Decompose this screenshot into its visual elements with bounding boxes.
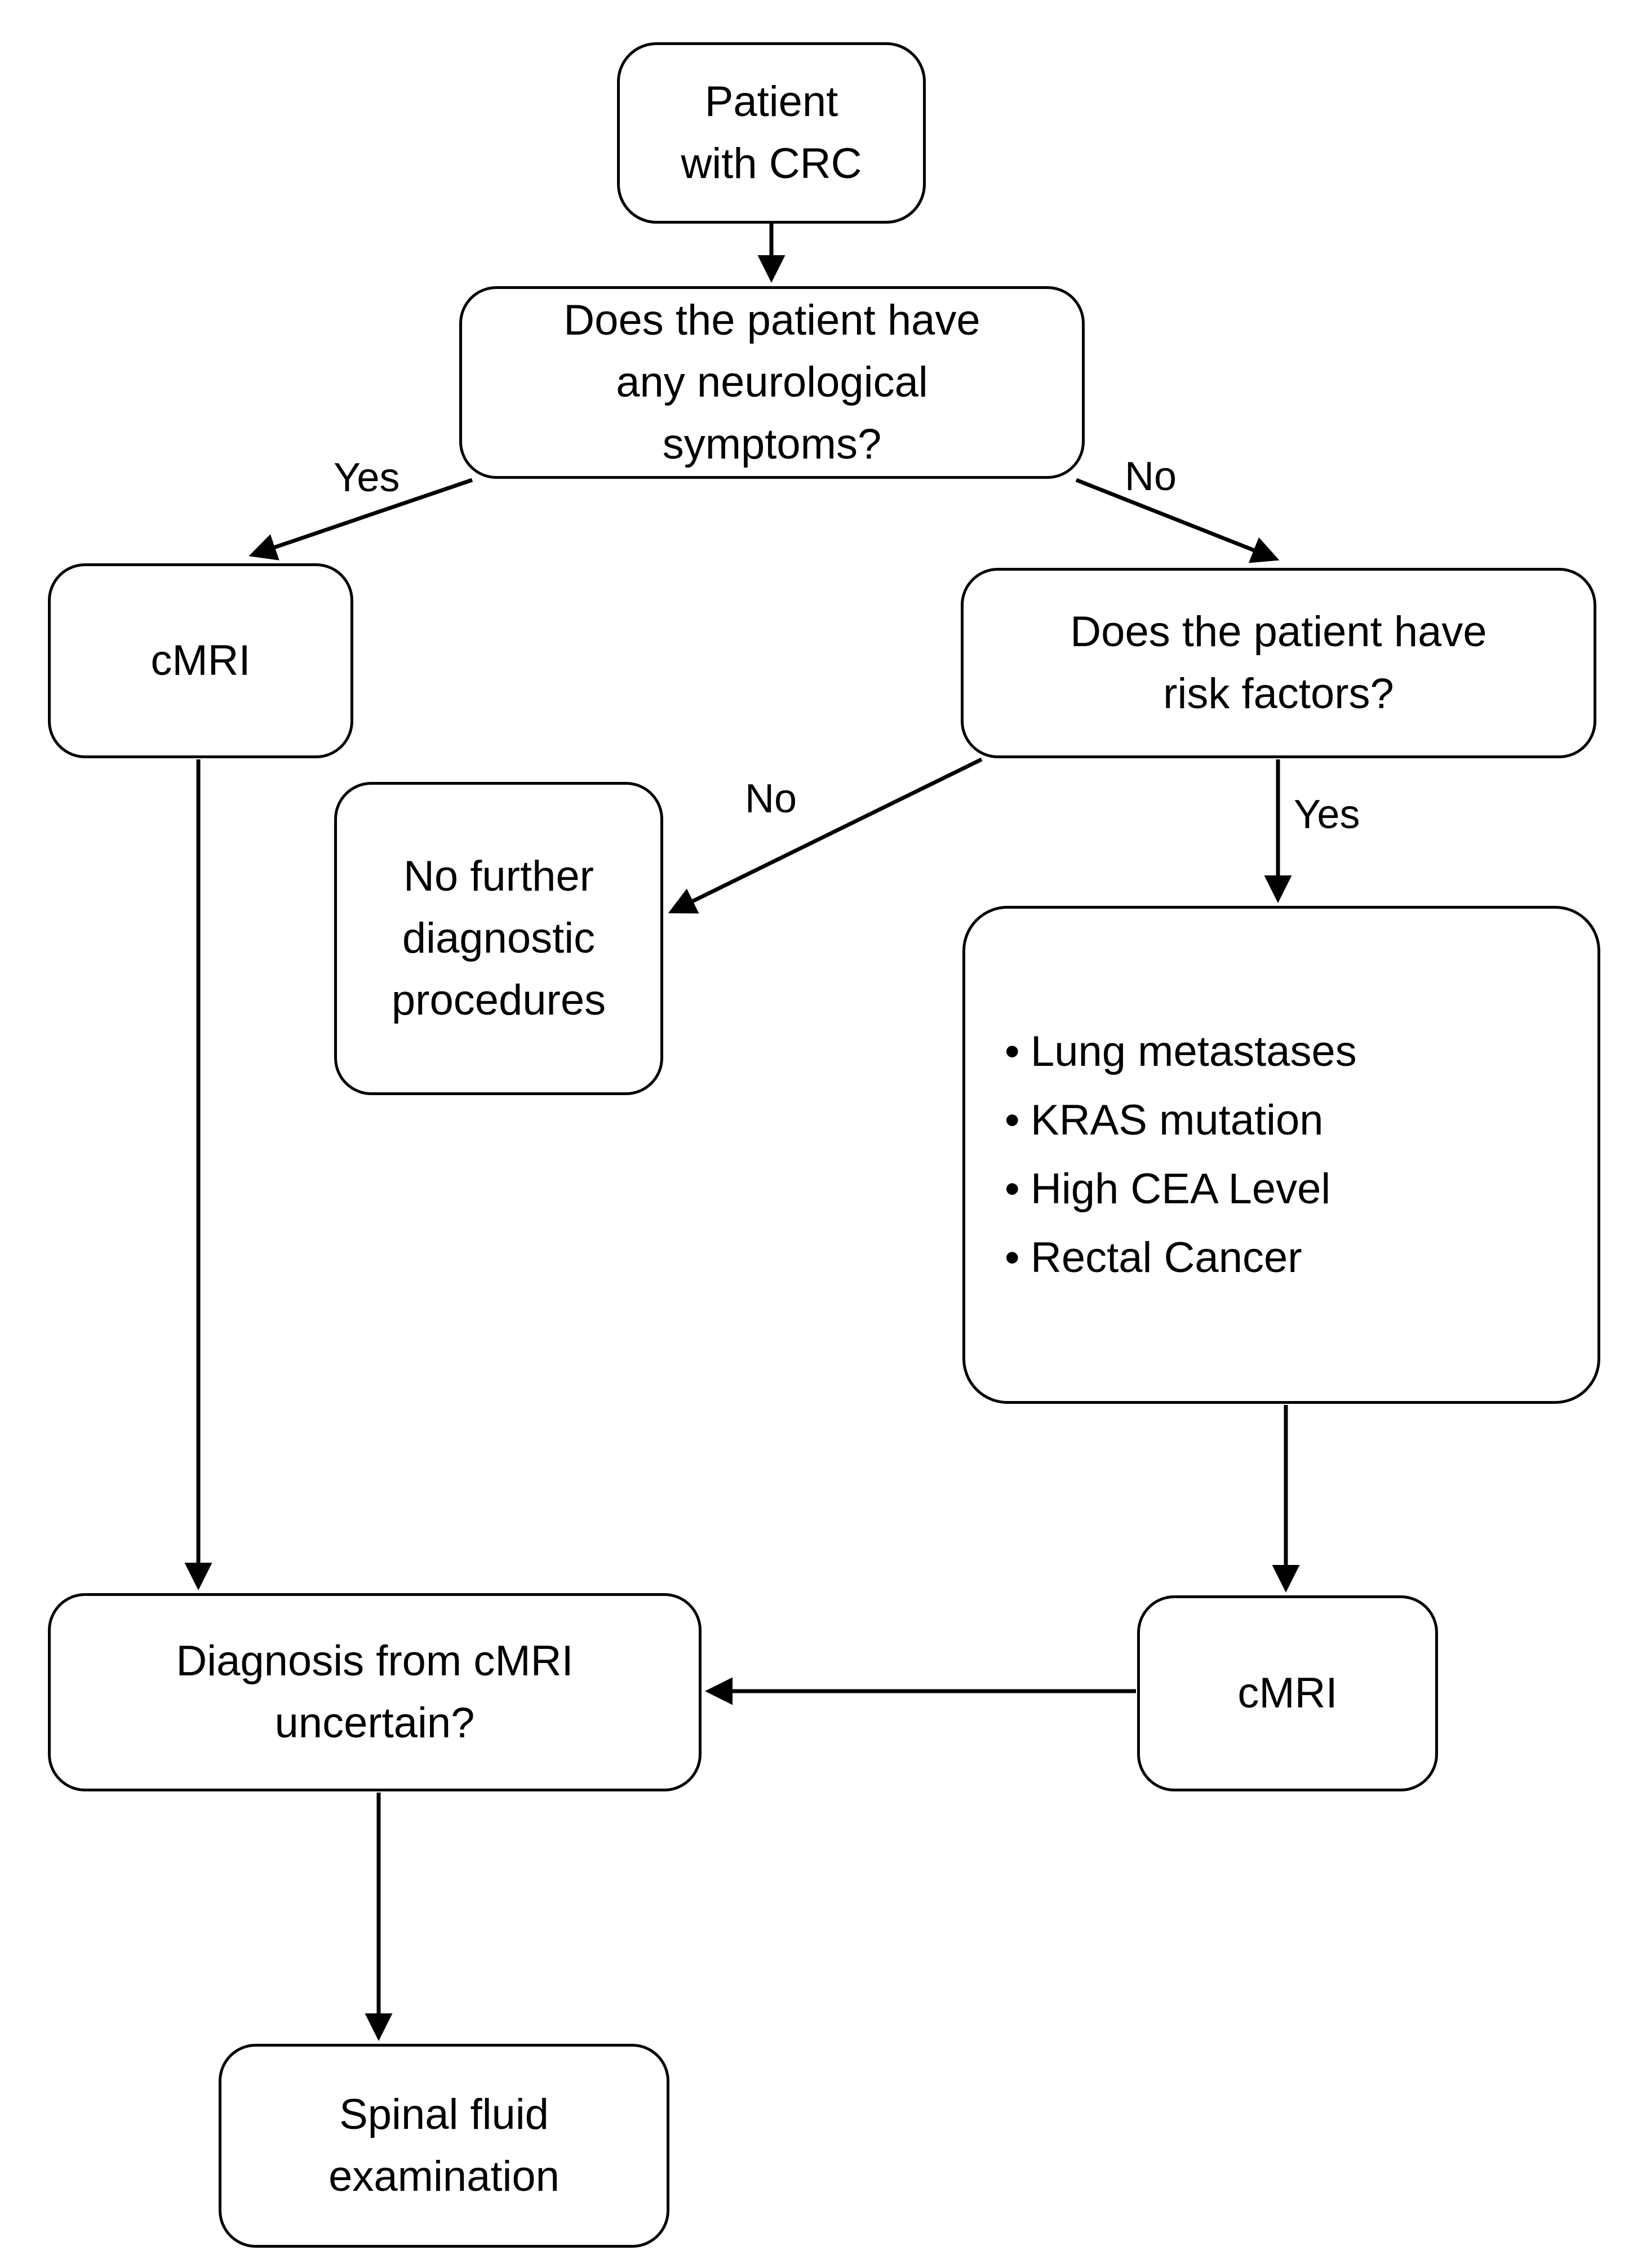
node-risk-factors-question-label: Does the patient have risk factors? xyxy=(1070,607,1487,718)
bullet-icon: • xyxy=(1005,1234,1020,1282)
risk-factor-list: • Lung metastases • KRAS mutation • High… xyxy=(965,1030,1597,1279)
node-patient-with-crc-label: Patient with CRC xyxy=(681,77,862,188)
node-spinal-fluid-examination-label: Spinal fluid examination xyxy=(329,2090,560,2200)
node-cmri-risk-branch[interactable]: cMRI xyxy=(1137,1595,1438,1791)
node-no-further-diagnostic-procedures[interactable]: No further diagnostic procedures xyxy=(334,782,663,1095)
list-item-label: Lung metastases xyxy=(1031,1028,1357,1075)
list-item-label: Rectal Cancer xyxy=(1031,1234,1302,1282)
list-item-label: KRAS mutation xyxy=(1031,1096,1324,1144)
edge-label-neuro-yes: Yes xyxy=(334,455,400,500)
node-cmri-risk-branch-label: cMRI xyxy=(1237,1669,1338,1717)
node-diagnosis-uncertain-question[interactable]: Diagnosis from cMRI uncertain? xyxy=(48,1593,702,1791)
edge-risk-no-to-nofurther xyxy=(668,757,983,914)
node-risk-factor-list[interactable]: • Lung metastases • KRAS mutation • High… xyxy=(962,906,1600,1404)
node-neurological-symptoms-question[interactable]: Does the patient have any neurological s… xyxy=(459,286,1085,479)
bullet-icon: • xyxy=(1005,1096,1020,1144)
bullet-icon: • xyxy=(1005,1165,1020,1213)
node-risk-factors-question[interactable]: Does the patient have risk factors? xyxy=(961,568,1596,758)
node-patient-with-crc[interactable]: Patient with CRC xyxy=(617,42,926,224)
edge-label-neuro-no: No xyxy=(1125,454,1177,499)
node-neurological-symptoms-question-label: Does the patient have any neurological s… xyxy=(563,296,980,469)
list-item: • Rectal Cancer xyxy=(1005,1237,1597,1279)
list-item: • High CEA Level xyxy=(1005,1168,1597,1211)
node-cmri-neurological-branch-label: cMRI xyxy=(150,636,251,684)
edge-label-risk-yes: Yes xyxy=(1294,792,1360,837)
node-no-further-diagnostic-procedures-label: No further diagnostic procedures xyxy=(391,852,606,1025)
list-item: • Lung metastases xyxy=(1005,1030,1597,1073)
list-item-label: High CEA Level xyxy=(1031,1165,1331,1213)
node-diagnosis-uncertain-question-label: Diagnosis from cMRI uncertain? xyxy=(176,1636,574,1747)
list-item: • KRAS mutation xyxy=(1005,1099,1597,1142)
node-cmri-neurological-branch[interactable]: cMRI xyxy=(48,563,353,758)
node-spinal-fluid-examination[interactable]: Spinal fluid examination xyxy=(219,2044,669,2248)
edge-label-risk-no: No xyxy=(745,776,797,821)
bullet-icon: • xyxy=(1005,1028,1020,1075)
